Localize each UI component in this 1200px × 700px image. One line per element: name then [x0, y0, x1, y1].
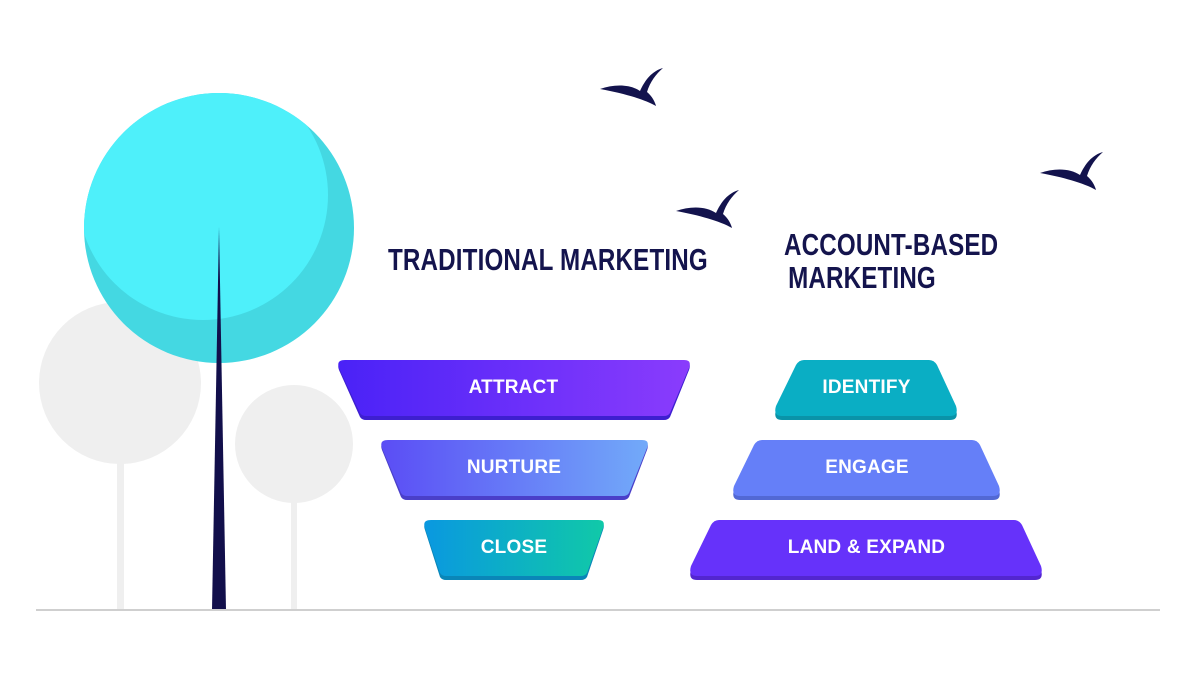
heading-traditional-marketing: TRADITIONAL MARKETING — [388, 242, 708, 277]
stage-shape-identify — [775, 360, 957, 420]
stage-shape-close — [424, 520, 604, 580]
abm-pyramid — [690, 360, 1042, 580]
bird-icon — [1040, 152, 1103, 190]
bird-icon — [600, 68, 663, 106]
heading-line-2: MARKETING — [788, 260, 936, 295]
stage-label: ENGAGE — [825, 457, 909, 478]
stage-label: LAND & EXPAND — [787, 537, 946, 558]
stage-nurture: NURTURE — [380, 440, 648, 496]
heading-line-1: ACCOUNT-BASED — [784, 227, 999, 262]
cyan-tree — [84, 93, 354, 610]
stage-shape-engage — [733, 440, 1000, 500]
stage-label: IDENTIFY — [822, 377, 911, 398]
stage-label: NURTURE — [466, 457, 562, 478]
stage-shape-attract — [338, 360, 690, 420]
stage-attract: ATTRACT — [337, 360, 690, 416]
stage-land-expand: LAND & EXPAND — [690, 520, 1043, 576]
bird-icon — [676, 190, 739, 228]
traditional-funnel — [338, 360, 690, 580]
stage-identify: IDENTIFY — [775, 360, 958, 416]
heading-account-based-marketing: ACCOUNT-BASED MARKETING — [784, 227, 999, 295]
stage-shape-land-expand — [690, 520, 1042, 580]
tree-trunk — [212, 227, 226, 610]
grey-tree-right — [235, 385, 353, 610]
stage-close: CLOSE — [423, 520, 605, 576]
heading-text: TRADITIONAL MARKETING — [388, 242, 708, 277]
stage-engage: ENGAGE — [733, 440, 1001, 496]
stage-label: CLOSE — [480, 537, 548, 558]
stage-shape-nurture — [381, 440, 648, 500]
stage-label: ATTRACT — [468, 377, 559, 398]
